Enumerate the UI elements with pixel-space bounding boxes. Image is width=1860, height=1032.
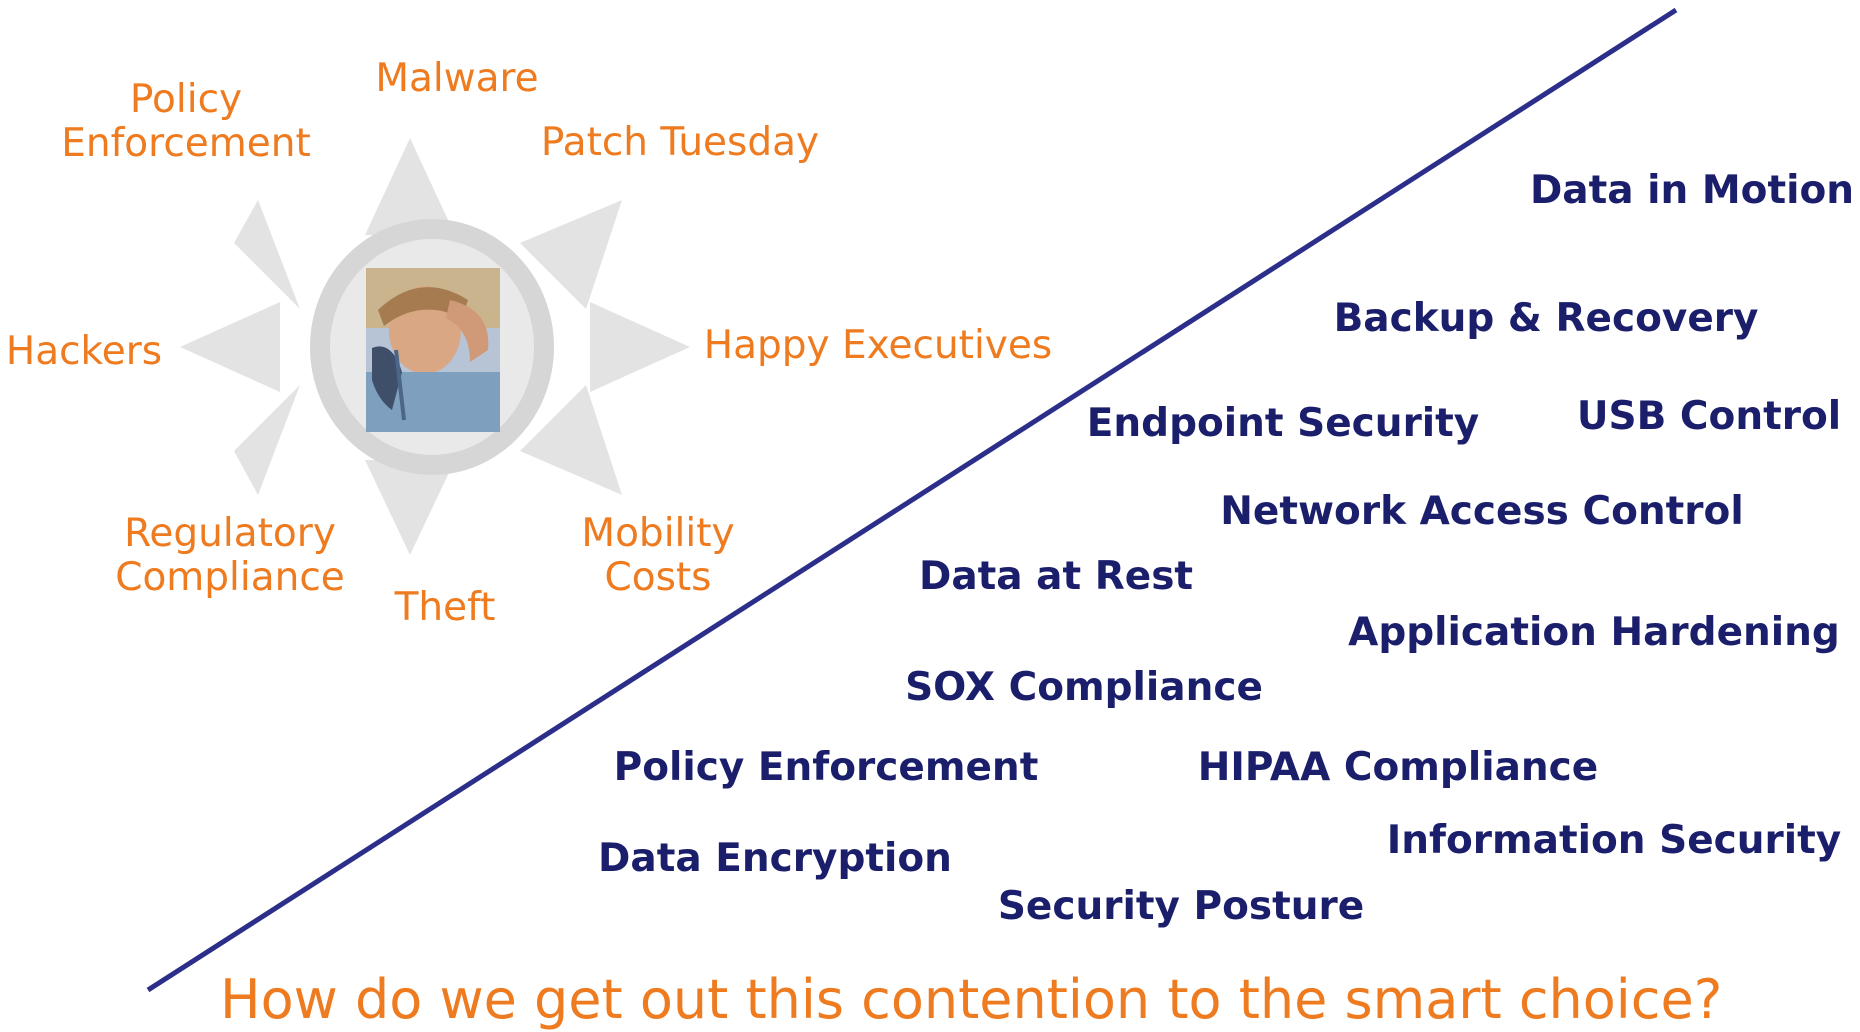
solution-data-at-rest: Data at Rest: [918, 554, 1194, 599]
solution-application-hardening: Application Hardening: [1348, 610, 1840, 655]
pain-hackers: Hackers: [5, 329, 163, 374]
ray-w: [180, 302, 280, 392]
ray-sw: [234, 385, 300, 495]
ray-se: [520, 385, 622, 495]
solution-endpoint-security: Endpoint Security: [1086, 401, 1480, 446]
solution-data-in-motion: Data in Motion: [1529, 168, 1855, 213]
solution-information-security: Information Security: [1386, 818, 1842, 863]
stressed-person-photo: [366, 268, 500, 432]
pain-malware: Malware: [375, 56, 539, 101]
solution-hipaa-compliance: HIPAA Compliance: [1197, 745, 1599, 790]
pain-happy-executives: Happy Executives: [703, 323, 1053, 368]
solution-security-posture: Security Posture: [997, 884, 1365, 929]
diagram-canvas: [146, 7, 1678, 993]
solution-policy-enforcement: Policy Enforcement: [613, 745, 1039, 790]
bottom-question: How do we get out this contention to the…: [220, 968, 1723, 1031]
pain-theft: Theft: [394, 585, 496, 630]
ray-ne: [520, 200, 622, 309]
solution-usb-control: USB Control: [1576, 394, 1842, 439]
ray-e: [590, 302, 690, 392]
sun-rays: [180, 138, 690, 555]
ray-s: [365, 460, 455, 555]
solution-data-encryption: Data Encryption: [598, 836, 952, 881]
ray-nw: [234, 200, 300, 309]
solution-sox-compliance: SOX Compliance: [905, 665, 1263, 710]
pain-regulatory-compliance: Regulatory Compliance: [115, 511, 345, 600]
solution-network-access-control: Network Access Control: [1220, 489, 1744, 534]
pain-mobility-costs: Mobility Costs: [581, 511, 735, 600]
pain-patch-tuesday: Patch Tuesday: [540, 120, 820, 165]
solution-backup-recovery: Backup & Recovery: [1333, 296, 1759, 341]
divider-line: [146, 7, 1678, 993]
ray-n: [365, 138, 455, 235]
pain-policy-enforcement: Policy Enforcement: [61, 77, 311, 166]
